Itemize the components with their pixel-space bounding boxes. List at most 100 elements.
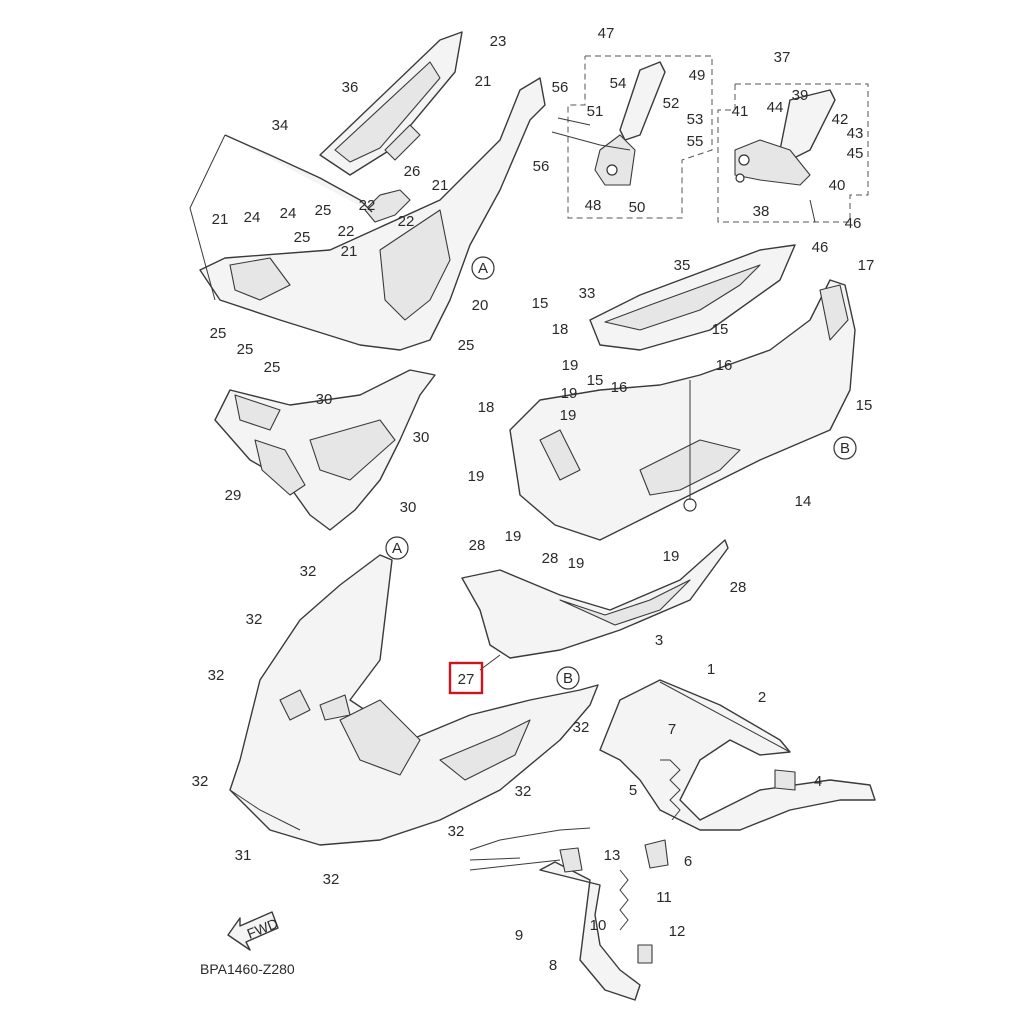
callout-l39: 39 [792,87,809,104]
diagram-code: BPA1460-Z280 [200,961,295,977]
callout-l19g: 19 [663,548,680,565]
callout-l25b: 25 [294,229,311,246]
ref-circle-b-bottom: B [556,666,580,690]
part-29-side-panel [214,369,436,531]
callout-l56a: 56 [552,79,569,96]
callout-l24b: 24 [280,205,297,222]
callout-l56b: 56 [533,158,550,175]
part-31-under-cover [229,554,599,846]
ref-circle-a-top: A [471,256,495,280]
callout-l16a: 16 [716,357,733,374]
callout-l44: 44 [767,99,784,116]
svg-text:A: A [478,260,488,277]
callout-l37: 37 [774,49,791,66]
callout-l16b: 16 [611,379,628,396]
svg-text:A: A [392,540,402,557]
callout-l42: 42 [832,111,849,128]
callout-l19b: 19 [561,385,578,402]
callout-l32a: 32 [300,563,317,580]
callout-l20: 20 [472,297,489,314]
callout-l5: 5 [629,782,637,799]
footrest-group-37 [717,83,869,223]
callout-l14: 14 [795,493,812,510]
callout-l41: 41 [732,103,749,120]
callout-l19e: 19 [505,528,522,545]
svg-text:FWD: FWD [245,915,281,942]
part-34-strip [189,134,373,213]
callout-l8: 8 [549,957,557,974]
callout-l19a: 19 [562,357,579,374]
callout-l33: 33 [579,285,596,302]
callout-l38: 38 [753,203,770,220]
callout-l50: 50 [629,199,646,216]
svg-text:27: 27 [458,671,475,688]
part-1-centre-stand [599,679,876,831]
callout-l10: 10 [590,917,607,934]
svg-text:B: B [840,440,850,457]
callout-l26: 26 [404,163,421,180]
callout-l13: 13 [604,847,621,864]
callout-l32g: 32 [448,823,465,840]
callout-l6: 6 [684,853,692,870]
part-8-side-stand [469,827,669,1001]
callout-l9: 9 [515,927,523,944]
callout-l53: 53 [687,111,704,128]
callout-l15d: 15 [856,397,873,414]
callout-l15c: 15 [587,372,604,389]
callout-l25d: 25 [237,341,254,358]
callout-l40: 40 [829,177,846,194]
callout-l17: 17 [858,257,875,274]
callout-l7: 7 [668,721,676,738]
callout-l55: 55 [687,133,704,150]
callout-l35: 35 [674,257,691,274]
callout-l21d: 21 [341,243,358,260]
callout-l46a: 46 [845,215,862,232]
callout-l15a: 15 [532,295,549,312]
callout-l34: 34 [272,117,289,134]
callout-l52: 52 [663,95,680,112]
callout-l25e: 25 [264,359,281,376]
callout-l3: 3 [655,632,663,649]
callout-l22a: 22 [359,197,376,214]
callout-l21c: 21 [212,211,229,228]
callout-l32f: 32 [515,783,532,800]
callout-l4: 4 [814,773,822,790]
callout-l30c: 30 [400,499,417,516]
callout-l18b: 18 [478,399,495,416]
callout-l24a: 24 [244,209,261,226]
callout-l22b: 22 [398,213,415,230]
callout-l45: 45 [847,145,864,162]
callout-l28c: 28 [730,579,747,596]
callout-l32b: 32 [246,611,263,628]
callout-l21b: 21 [432,177,449,194]
callout-l19c: 19 [560,407,577,424]
callout-l19d: 19 [468,468,485,485]
callout-l51: 51 [587,103,604,120]
callout-l2: 2 [758,689,766,706]
callout-l15b: 15 [712,321,729,338]
part-36-cover [319,31,463,176]
callout-l54: 54 [610,75,627,92]
svg-text:B: B [563,670,573,687]
callout-l25c: 25 [210,325,227,342]
part-27-cover [461,539,729,671]
callout-l32h: 32 [323,871,340,888]
callout-l46b: 46 [812,239,829,256]
callout-l19f: 19 [568,555,585,572]
callout-l30b: 30 [413,429,430,446]
callout-l25a: 25 [315,202,332,219]
ref-circle-a-bottom: A [385,536,409,560]
fwd-arrow-icon: FWD [227,911,281,951]
callout-l18a: 18 [552,321,569,338]
callout-l32e: 32 [192,773,209,790]
callout-l48: 48 [585,197,602,214]
callout-l22c: 22 [338,223,355,240]
callout-l43: 43 [847,125,864,142]
callout-l47: 47 [598,25,615,42]
callout-l32d: 32 [573,719,590,736]
callout-l49: 49 [689,67,706,84]
callout-l1: 1 [707,661,715,678]
callout-l29: 29 [225,487,242,504]
